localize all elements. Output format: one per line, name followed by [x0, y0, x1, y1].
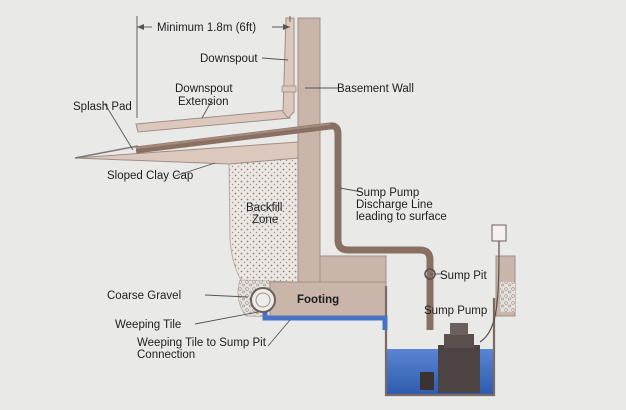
label-sump-pit: Sump Pit [440, 270, 487, 282]
weeping-tile-inner [255, 292, 271, 308]
gravel-leader [204, 294, 249, 298]
power-cord [479, 240, 500, 343]
label-footing: Footing [297, 294, 339, 306]
label-sump-pump: Sump Pump [424, 305, 487, 317]
label-downspout: Downspout [200, 53, 258, 65]
label-discharge-2: Discharge Line [356, 199, 433, 211]
label-minimum-distance: Minimum 1.8m (6ft) [157, 22, 256, 34]
sump-pump-top [444, 334, 474, 348]
floor-slab-left [319, 255, 387, 287]
sump-pit-wall [384, 286, 496, 397]
electrical-outlet [491, 224, 507, 242]
connection-leader [267, 319, 291, 347]
downspout-leader [261, 57, 289, 61]
floor-gravel-right [500, 282, 515, 312]
label-downspout-extension-2: Extension [178, 96, 229, 108]
label-connection-1: Weeping Tile to Sump Pit [137, 337, 267, 349]
label-splash-pad: Splash Pad [73, 101, 132, 113]
label-backfill-zone-1: Backfill [246, 202, 282, 214]
footing [269, 281, 387, 317]
sump-pump-body [438, 345, 480, 393]
sloped-clay-cap [74, 141, 299, 165]
label-coarse-gravel: Coarse Gravel [107, 290, 181, 302]
weeping-tile-leader [194, 311, 259, 325]
extension-leader [201, 99, 213, 119]
dimension-arrow-right [283, 24, 290, 30]
downspout-bracket [281, 85, 297, 93]
label-discharge-3: leading to surface [356, 211, 447, 223]
sump-pump-motor [450, 323, 468, 335]
sump-pump-float [420, 372, 434, 390]
dimension-arrow-left [137, 24, 144, 30]
label-weeping-tile: Weeping Tile [115, 319, 181, 331]
leader-lines [104, 16, 442, 347]
downspout [282, 17, 295, 119]
label-basement-wall: Basement Wall [337, 83, 414, 95]
downspout-extension [135, 109, 291, 133]
discharge-line-highlight [135, 123, 331, 149]
discharge-leader [339, 187, 363, 193]
weeping-tile [250, 287, 276, 313]
splash-pad [74, 145, 139, 159]
basement-wall [297, 17, 321, 287]
label-backfill-zone-2: Zone [252, 214, 278, 226]
label-connection-2: Connection [137, 349, 195, 361]
label-discharge-1: Sump Pump [356, 187, 419, 199]
splash-pad-leader [104, 103, 134, 151]
label-sloped-clay-cap: Sloped Clay Cap [107, 170, 193, 182]
clay-cap-leader [174, 162, 216, 177]
label-downspout-extension-1: Downspout [175, 83, 233, 95]
discharge-line [135, 122, 434, 330]
